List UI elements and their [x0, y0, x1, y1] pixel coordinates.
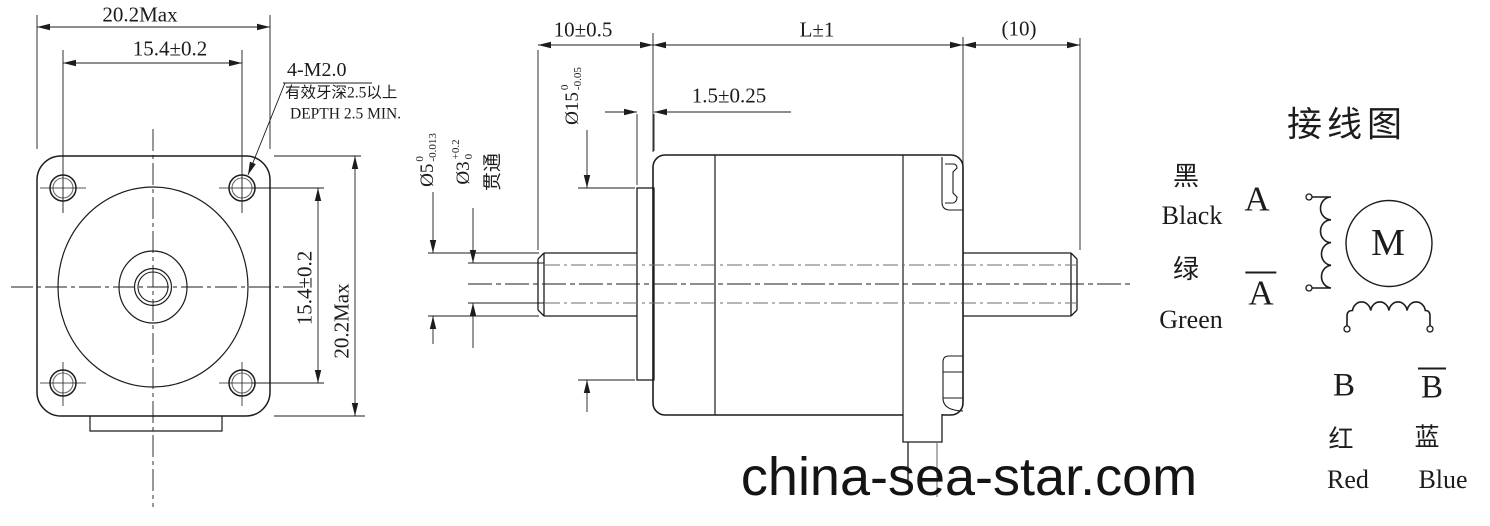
front-view-centerlines	[11, 129, 303, 507]
dia-bore-dim: Ø3 +0.2 0	[450, 139, 476, 184]
lead-black-en: Black	[1161, 201, 1223, 230]
terminal-a-bar: A	[1245, 271, 1277, 311]
dia-pilot-dim: Ø15 0 -0.05	[559, 67, 585, 125]
dia-pilot-tol-upper: 0	[558, 84, 571, 91]
side-view-dimensions	[428, 33, 1081, 412]
dim-front-hole-pitch-h: 15.4±0.2	[132, 36, 208, 61]
wiring-diagram-symbols	[1305, 193, 1434, 333]
dia-bore-label: Ø3	[452, 161, 474, 185]
lead-blue-cn: 蓝	[1414, 424, 1440, 452]
bore-through-note-text: 贯通	[482, 152, 504, 192]
thread-note-en: DEPTH 2.5 MIN.	[290, 105, 402, 123]
dia-shaft-label: Ø5	[416, 163, 438, 187]
lead-black-cn: 黑	[1172, 162, 1200, 191]
dia-bore-tol-upper: +0.2	[449, 139, 462, 160]
dia-shaft-tol-lower: -0.013	[427, 133, 439, 162]
terminal-a-bar-text: A	[1245, 271, 1277, 311]
terminal-b: B	[1332, 367, 1356, 404]
bore-through-note: 贯通	[482, 152, 504, 192]
dim-front-width: 20.2Max	[102, 2, 178, 27]
wiring-title: 接线图	[1286, 105, 1408, 145]
thread-note-cn: 有效牙深2.5以上	[285, 84, 398, 102]
dia-shaft-dim: Ø5 0 -0.013	[414, 133, 440, 187]
dia-bore-tol-lower: 0	[463, 153, 475, 160]
terminal-a: A	[1244, 179, 1270, 219]
terminal-b-bar-text: B	[1417, 367, 1447, 405]
dia-pilot-label: Ø15	[561, 92, 583, 125]
dim-shaft-front: 10±0.5	[553, 17, 613, 42]
dim-shaft-rear: (10)	[1001, 16, 1037, 41]
side-view-centerlines	[468, 264, 1133, 304]
thread-callout: 4-M2.0	[287, 59, 347, 81]
lead-red-cn: 红	[1328, 426, 1354, 454]
lead-green-en: Green	[1159, 305, 1223, 334]
dia-pilot-tol-lower: -0.05	[572, 67, 584, 91]
dim-front-hole-pitch-v: 15.4±0.2	[292, 250, 317, 326]
dim-pilot-height: 1.5±0.25	[691, 83, 767, 108]
lead-green-cn: 绿	[1172, 255, 1200, 284]
dim-body-length: L±1	[799, 17, 835, 42]
dia-shaft-tol-upper: 0	[413, 156, 426, 162]
lead-blue-en: Blue	[1418, 465, 1468, 494]
terminal-b-bar: B	[1417, 367, 1447, 405]
front-view-hole-ticks	[40, 187, 265, 406]
front-view-dimensions	[36, 15, 372, 417]
dim-front-height: 20.2Max	[329, 283, 354, 359]
motor-symbol-label: M	[1371, 222, 1405, 264]
watermark-text: china-sea-star.com	[740, 447, 1198, 507]
front-view-outline	[36, 155, 271, 432]
lead-red-en: Red	[1327, 465, 1369, 494]
